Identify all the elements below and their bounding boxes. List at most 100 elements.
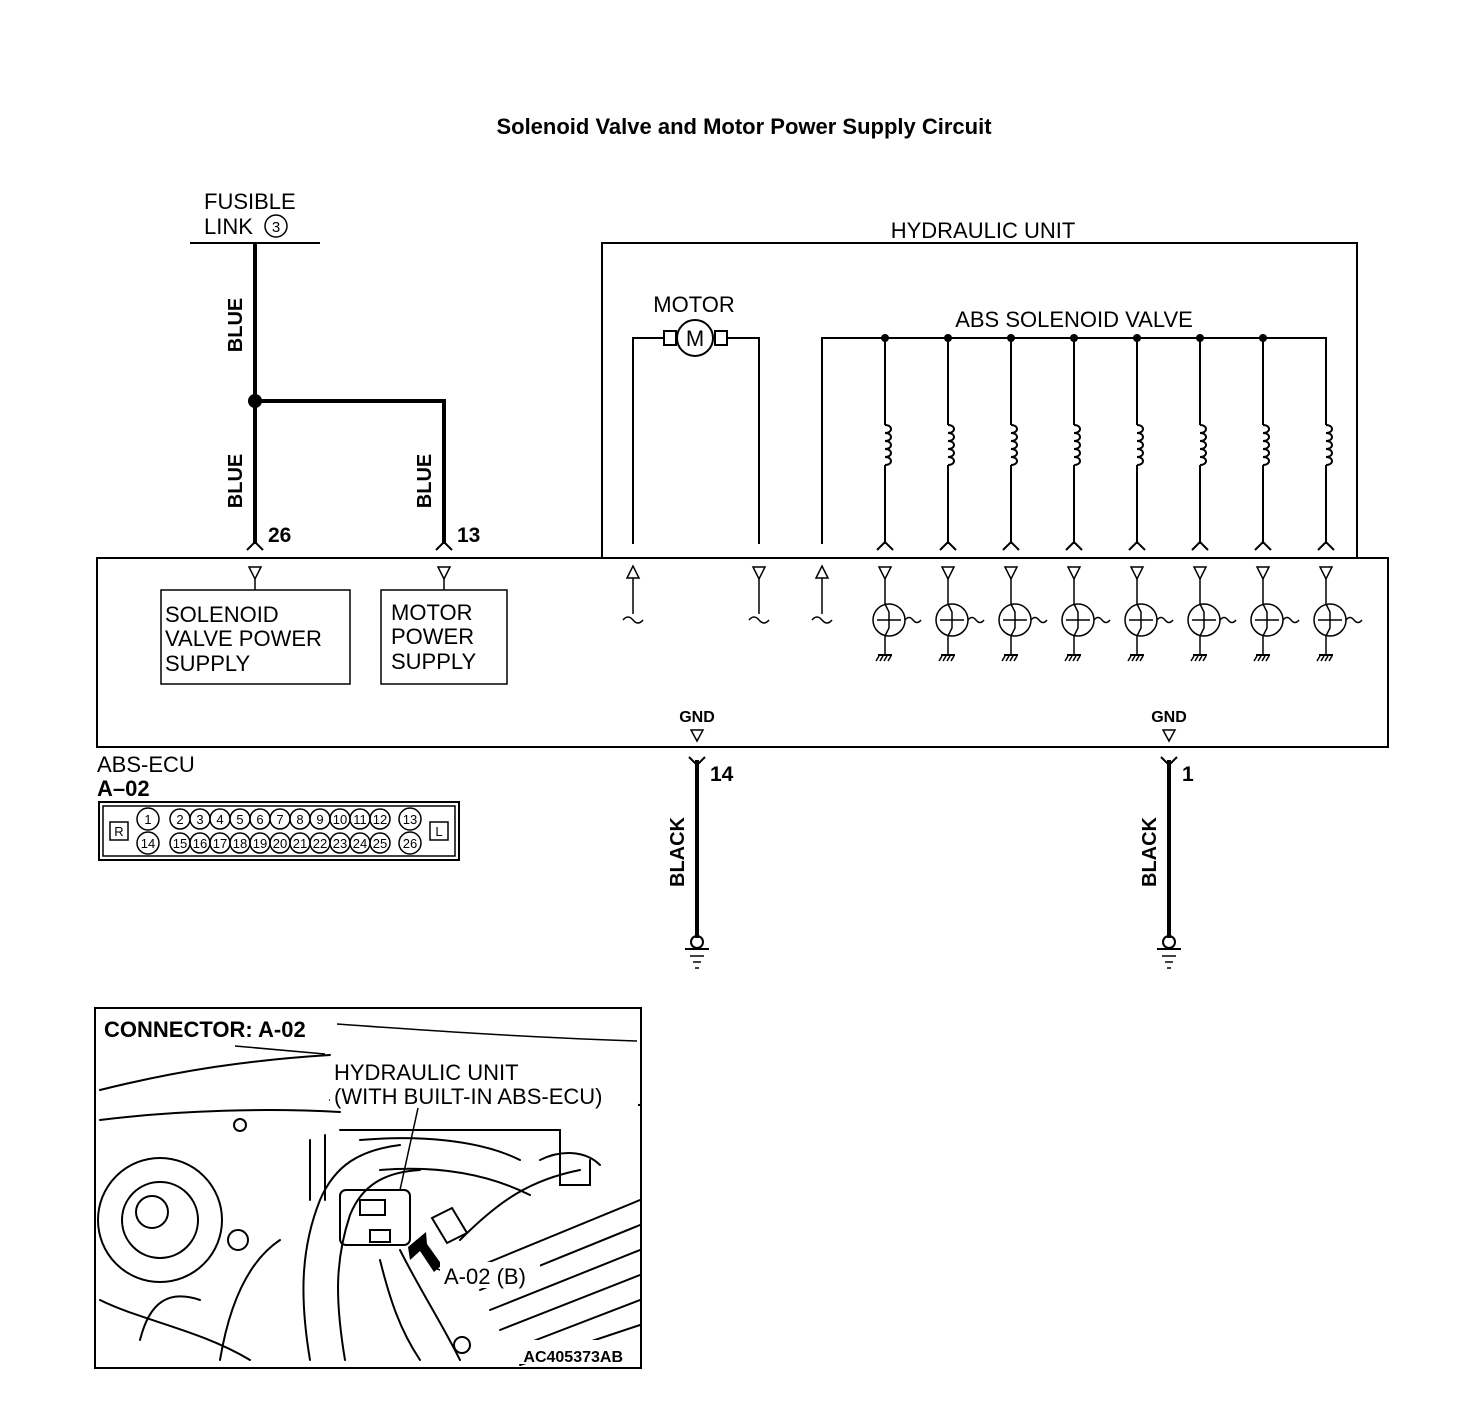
break-mark [1345, 616, 1363, 624]
break-mark [622, 616, 644, 624]
body-line [99, 1299, 251, 1361]
connector-chevron [435, 540, 453, 551]
solenoid-coil-icon [1136, 424, 1144, 466]
input-arrow-icon [1192, 566, 1208, 581]
body-line [99, 1109, 341, 1121]
connector-pin-number: 6 [256, 812, 263, 827]
output-arrow-icon [814, 564, 830, 579]
hose [359, 1137, 521, 1161]
chassis-ground-icon [875, 655, 880, 662]
transistor-body [1073, 603, 1079, 637]
connector-pin-number: 20 [273, 836, 287, 851]
chassis-ground-icon [1127, 655, 1132, 662]
manifold-ribs [469, 1199, 641, 1366]
connector-pin-number: 13 [403, 812, 417, 827]
wire-color-label: BLUE [414, 454, 436, 508]
solenoid-coil-icon [1199, 424, 1207, 466]
connector-outline [98, 801, 460, 861]
hose [337, 1169, 421, 1361]
chassis-ground-icon [1253, 655, 1258, 662]
connector-inner [102, 805, 456, 857]
chassis-ground-icon [950, 655, 955, 662]
chassis-ground-icon [942, 655, 947, 662]
chassis-ground-icon [879, 655, 884, 662]
blue-wire-branch [255, 399, 446, 544]
connector-chevron [1317, 540, 1335, 551]
pointer-arrow-icon [408, 1232, 442, 1272]
hydraulic-unit-body [339, 1189, 411, 1246]
connector-pin-number: 2 [176, 812, 183, 827]
heading-underline [336, 1023, 638, 1042]
connector-pin-number: 22 [313, 836, 327, 851]
chassis-ground-icon [1013, 655, 1018, 662]
break-mark [1156, 616, 1174, 624]
gnd-label: GND [1151, 709, 1187, 726]
wire-color-label: BLUE [225, 298, 247, 352]
transistor-body [1136, 603, 1142, 637]
chassis-ground-icon [883, 655, 888, 662]
connector-chevron [876, 540, 894, 551]
block-label: SOLENOID [165, 602, 279, 627]
chassis-ground-icon [1261, 655, 1266, 662]
connector-chevron [939, 540, 957, 551]
break-mark [1030, 616, 1048, 624]
hose [302, 1144, 401, 1361]
fusible-link: FUSIBLE LINK 3 [190, 189, 320, 244]
break-mark [904, 616, 922, 624]
input-arrow-icon [1129, 566, 1145, 581]
pipe [309, 1134, 326, 1201]
connector-pin-number: 5 [236, 812, 243, 827]
input-arrow-icon [751, 566, 767, 581]
break-mark [748, 616, 770, 624]
chassis-ground-icon [1324, 655, 1329, 662]
chassis-ground-icon [1064, 655, 1069, 662]
strut-tower [121, 1181, 199, 1259]
solenoid-coil-icon [1262, 424, 1270, 466]
connector-chevron [1191, 540, 1209, 551]
wire-color-label: BLACK [667, 816, 689, 887]
connector-chevron [1002, 540, 1020, 551]
hose [379, 1167, 531, 1196]
motor-label: MOTOR [653, 292, 734, 317]
connector-pin-number: 1 [144, 812, 151, 827]
strut-tower [135, 1195, 169, 1229]
solenoid-valve-label: ABS SOLENOID VALVE [955, 307, 1193, 332]
break-mark [1282, 616, 1300, 624]
photo-callout: HYDRAULIC UNIT [334, 1060, 519, 1085]
splice-point [248, 394, 262, 408]
wire-color-label: BLUE [225, 454, 247, 508]
connector-pin-number: 17 [213, 836, 227, 851]
connector-pin-number: 8 [296, 812, 303, 827]
chassis-ground-icon [887, 655, 892, 662]
strut-tower [97, 1157, 223, 1283]
solenoid-coil-icon [1010, 424, 1018, 466]
hydraulic-unit: HYDRAULIC UNIT MOTOR M ABS SOLENOID VALV… [601, 218, 1358, 558]
fusible-link-number-circle [264, 214, 288, 238]
chassis-ground-icon [1265, 655, 1270, 662]
chassis-ground-icon [1328, 655, 1333, 662]
bolt [453, 1336, 471, 1354]
connector-chevron [246, 540, 264, 551]
connector-chevron [1254, 540, 1272, 551]
connector-chevron [1065, 540, 1083, 551]
chassis-ground-icon [1202, 655, 1207, 662]
transistor-body [1010, 603, 1016, 637]
block-label: SUPPLY [391, 649, 477, 674]
block-label: SUPPLY [165, 651, 251, 676]
engine-bay-photo [97, 1054, 641, 1366]
connector-pin [136, 831, 160, 855]
motor-brush-right [714, 330, 728, 346]
blue-wires: BLUE BLUE BLUE 26 13 [225, 243, 480, 551]
callout-leader [399, 1107, 419, 1191]
callout-background [330, 1058, 638, 1110]
chassis-ground-icon [1076, 655, 1081, 662]
transistor-body [1262, 603, 1268, 637]
chassis-ground-icon [1139, 655, 1144, 662]
connector-pin-number: 23 [333, 836, 347, 851]
connector-pin [369, 808, 391, 830]
connector-pin [398, 807, 422, 831]
motor-icon [676, 319, 714, 357]
chassis-ground-icon [1009, 655, 1014, 662]
chassis-ground-icon [1131, 655, 1136, 662]
